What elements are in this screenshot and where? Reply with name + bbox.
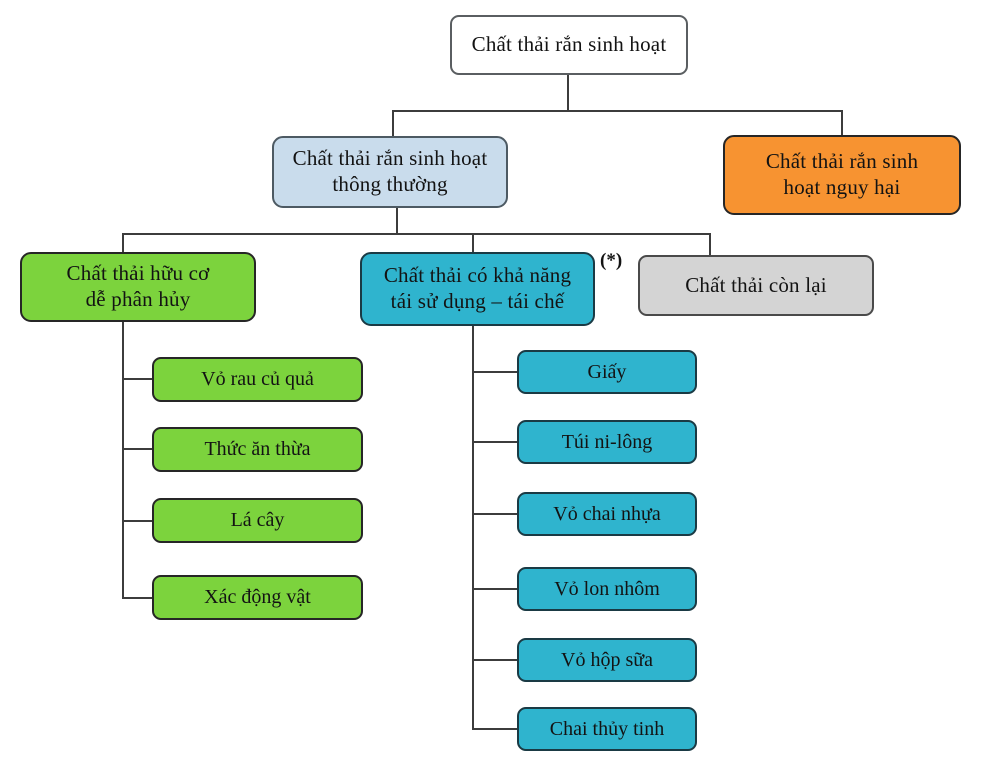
connector-to-hazardous <box>841 110 843 135</box>
organic-stub-2 <box>122 448 152 450</box>
recyclable-stub-4 <box>472 588 517 590</box>
node-label-line: Chất thải rắn sinh hoạt <box>292 146 488 171</box>
node-root: Chất thải rắn sinh hoạt <box>450 15 688 75</box>
leaf-animal-carcass: Xác động vật <box>152 575 363 620</box>
node-label-line: thông thường <box>332 172 448 196</box>
leaf-leftover-food: Thức ăn thừa <box>152 427 363 472</box>
organic-spine <box>122 322 124 599</box>
connector-to-recyclable <box>472 233 474 252</box>
connector-to-remaining <box>709 233 711 255</box>
node-hazardous-waste: Chất thải rắn sinh hoạt nguy hại <box>723 135 961 215</box>
connector-to-organic <box>122 233 124 252</box>
organic-stub-1 <box>122 378 152 380</box>
node-label-line: Chất thải hữu cơ <box>66 261 210 286</box>
leaf-nylon-bag: Túi ni-lông <box>517 420 697 464</box>
leaf-glass-bottle: Chai thủy tinh <box>517 707 697 751</box>
node-normal-waste: Chất thải rắn sinh hoạt thông thường <box>272 136 508 208</box>
connector-normal-stem <box>396 208 398 235</box>
node-label: Chất thải rắn sinh hoạt <box>471 32 667 57</box>
node-recyclable-waste: Chất thải có khả năng tái sử dụng – tái … <box>360 252 595 326</box>
node-remaining-waste: Chất thải còn lại <box>638 255 874 316</box>
recyclable-stub-2 <box>472 441 517 443</box>
recyclable-stub-6 <box>472 728 517 730</box>
leaf-paper: Giấy <box>517 350 697 394</box>
leaf-leaves: Lá cây <box>152 498 363 543</box>
recyclable-stub-3 <box>472 513 517 515</box>
node-label-line: dễ phân hủy <box>85 287 191 311</box>
node-label-line: Chất thải có khả năng <box>383 263 572 288</box>
leaf-vegetable-peels: Vỏ rau củ quả <box>152 357 363 402</box>
recyclable-stub-1 <box>472 371 517 373</box>
organic-stub-4 <box>122 597 152 599</box>
node-label: Chất thải còn lại <box>685 272 827 297</box>
connector-root-stem <box>567 75 569 112</box>
leaf-aluminum-can: Vỏ lon nhôm <box>517 567 697 611</box>
footnote-marker: (*) <box>600 250 623 271</box>
node-label-line: tái sử dụng – tái chế <box>390 289 565 313</box>
connector-level3-rail <box>122 233 711 235</box>
node-label-line: Chất thải rắn sinh <box>765 149 919 174</box>
node-label-line: hoạt nguy hại <box>783 175 901 199</box>
leaf-plastic-bottle: Vỏ chai nhựa <box>517 492 697 536</box>
node-organic-waste: Chất thải hữu cơ dễ phân hủy <box>20 252 256 322</box>
connector-level2-rail <box>392 110 843 112</box>
leaf-milk-carton: Vỏ hộp sữa <box>517 638 697 682</box>
organic-stub-3 <box>122 520 152 522</box>
recyclable-spine <box>472 326 474 730</box>
connector-to-normal <box>392 110 394 136</box>
recyclable-stub-5 <box>472 659 517 661</box>
